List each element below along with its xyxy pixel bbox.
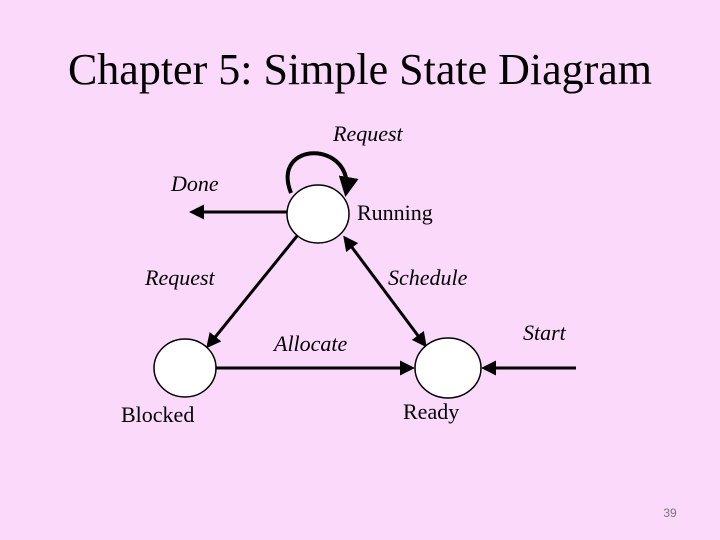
request-self-label: Request xyxy=(333,121,403,146)
ready-state-label: Ready xyxy=(403,399,460,424)
request-self-loop-arrow xyxy=(285,151,359,197)
start-label: Start xyxy=(523,320,566,345)
allocate-label: Allocate xyxy=(274,331,348,356)
schedule-arrow xyxy=(343,235,427,348)
request-to-blocked-arrow xyxy=(206,235,299,349)
schedule-label: Schedule xyxy=(388,265,468,290)
slide-title: Chapter 5: Simple State Diagram xyxy=(67,45,653,94)
blocked-state-label: Blocked xyxy=(121,402,195,427)
ready-state-circle xyxy=(414,337,482,399)
running-state-circle xyxy=(286,184,350,244)
page-number: 39 xyxy=(663,506,677,520)
done-label: Done xyxy=(171,171,219,196)
blocked-state-circle xyxy=(153,338,217,398)
request-blocked-label: Request xyxy=(145,265,215,290)
running-state-label: Running xyxy=(357,200,433,225)
